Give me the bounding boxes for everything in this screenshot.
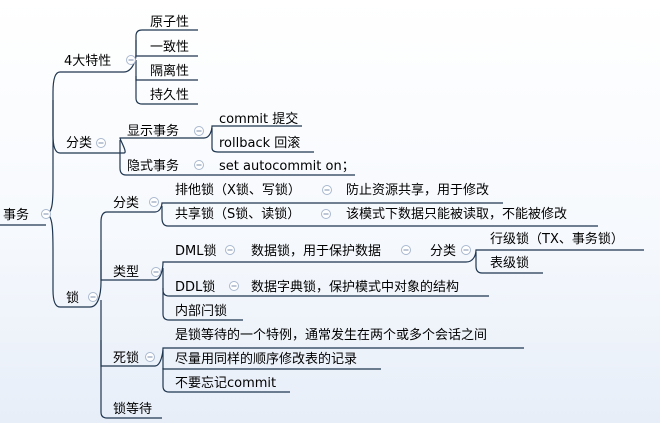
node-deadlock-commit[interactable]: 不要忘记commit	[175, 376, 276, 391]
node-lock-types[interactable]: 类型	[113, 265, 139, 280]
collapse-toggle-icon[interactable]	[96, 138, 106, 148]
node-shared-note[interactable]: 该模式下数据只能被读取，不能被修改	[346, 207, 567, 222]
node-ddl-note[interactable]: 数据字典锁，保护模式中对象的结构	[251, 279, 459, 295]
root-node[interactable]: 事务	[3, 207, 29, 223]
collapse-toggle-icon[interactable]	[229, 281, 239, 291]
node-exclusive-note[interactable]: 防止资源共享，用于修改	[346, 182, 489, 198]
node-locks[interactable]: 锁	[66, 290, 79, 306]
node-dml-lock[interactable]: DML锁	[175, 243, 216, 259]
node-deadlock-desc[interactable]: 是锁等待的一个特例，通常发生在两个或多个会话之间	[175, 327, 487, 343]
collapse-toggle-icon[interactable]	[126, 55, 136, 65]
collapse-toggle-icon[interactable]	[149, 197, 159, 207]
collapse-toggle-icon[interactable]	[225, 245, 235, 255]
node-properties[interactable]: 4大特性	[64, 54, 111, 69]
node-lock-classification[interactable]: 分类	[113, 196, 139, 211]
node-deadlock[interactable]: 死锁	[113, 350, 139, 366]
collapse-toggle-icon[interactable]	[151, 267, 161, 277]
collapse-toggle-icon[interactable]	[194, 126, 204, 136]
collapse-toggle-icon[interactable]	[145, 352, 155, 362]
node-implicit-tx[interactable]: 隐式事务	[127, 158, 179, 174]
node-labels: 事务 4大特性 原子性 一致性 隔离性 持久性 分类 显示事务 commit 提…	[3, 15, 624, 417]
node-deadlock-order[interactable]: 尽量用同样的顺序修改表的记录	[175, 351, 357, 367]
node-tx-categories[interactable]: 分类	[66, 136, 92, 151]
collapse-toggle-icon[interactable]	[401, 245, 411, 255]
node-row-lock[interactable]: 行级锁（TX、事务锁）	[490, 231, 624, 247]
node-shared-lock[interactable]: 共享锁（S锁、读锁）	[175, 206, 300, 222]
node-explicit-tx[interactable]: 显示事务	[127, 123, 179, 139]
collapse-toggle-icon[interactable]	[321, 209, 331, 219]
node-dml-note[interactable]: 数据锁，用于保护数据	[251, 243, 381, 259]
node-dml-categories[interactable]: 分类	[430, 244, 456, 259]
node-consistency[interactable]: 一致性	[150, 40, 189, 55]
node-rollback[interactable]: rollback 回滚	[219, 135, 300, 151]
node-latch[interactable]: 内部闩锁	[175, 303, 227, 319]
collapse-toggles[interactable]	[41, 55, 471, 362]
collapse-toggle-icon[interactable]	[461, 245, 471, 255]
node-ddl-lock[interactable]: DDL锁	[175, 279, 215, 295]
node-commit[interactable]: commit 提交	[219, 111, 298, 127]
node-isolation[interactable]: 隔离性	[150, 63, 189, 79]
node-autocommit[interactable]: set autocommit on；	[219, 159, 355, 174]
collapse-toggle-icon[interactable]	[41, 209, 51, 219]
node-lock-wait[interactable]: 锁等待	[113, 401, 152, 417]
node-atomicity[interactable]: 原子性	[150, 15, 189, 30]
node-durability[interactable]: 持久性	[150, 88, 189, 103]
collapse-toggle-icon[interactable]	[322, 185, 332, 195]
collapse-toggle-icon[interactable]	[88, 292, 98, 302]
connectors	[0, 29, 644, 419]
node-table-lock[interactable]: 表级锁	[490, 255, 529, 271]
collapse-toggle-icon[interactable]	[194, 160, 204, 170]
node-exclusive-lock[interactable]: 排他锁（X锁、写锁）	[175, 182, 301, 198]
